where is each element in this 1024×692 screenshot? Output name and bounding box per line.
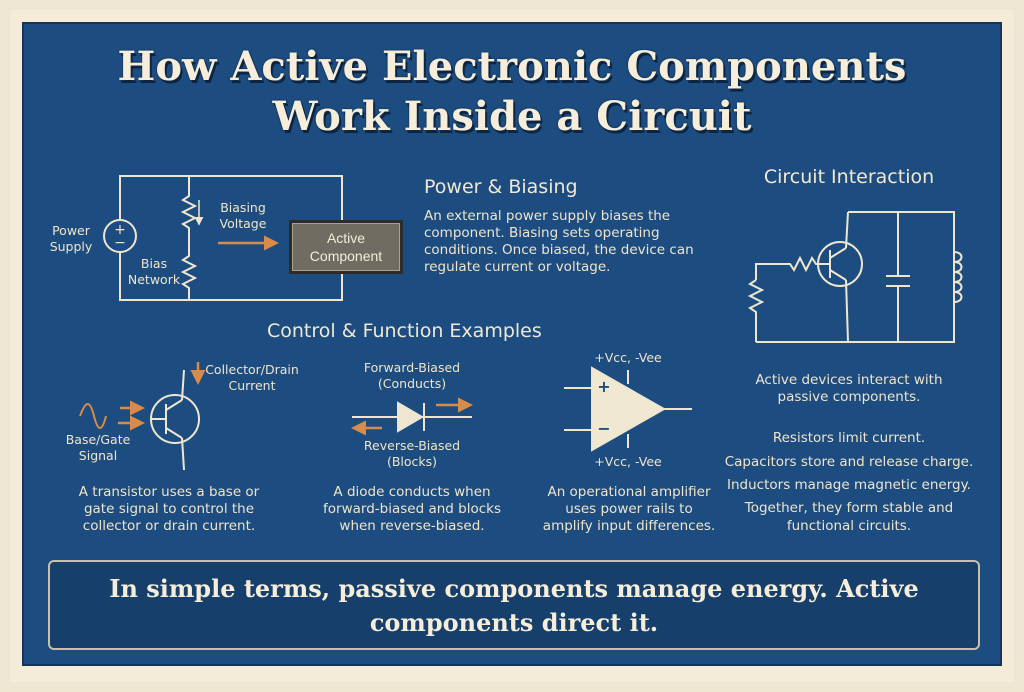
power-biasing-text-3: conditions. Once biased, the device can <box>424 242 694 258</box>
biasing-voltage-label-2: Voltage <box>219 216 267 231</box>
ci-text-6: Inductors manage magnetic energy. <box>727 477 971 493</box>
power-biasing-text-1: An external power supply biases the <box>424 208 671 224</box>
base-label-1: Base/Gate <box>65 432 131 447</box>
power-supply-icon <box>103 219 137 253</box>
bias-circuit <box>103 175 343 301</box>
ci-inductor-icon <box>953 251 963 303</box>
diagrams-svg <box>79 175 963 471</box>
ci-text-7: Together, they form stable and <box>744 500 954 516</box>
bias-resistor-top-icon <box>180 176 198 248</box>
opamp-minus: − <box>597 419 611 438</box>
collector-label-1: Collector/Drain <box>205 362 299 377</box>
collector-label-2: Current <box>228 378 276 393</box>
ci-text-2: passive components. <box>777 389 921 405</box>
opamp-plus: + <box>597 377 611 396</box>
diode-example <box>352 401 472 433</box>
opamp-example <box>564 366 692 452</box>
transistor-caption-1: A transistor uses a base or <box>78 484 260 500</box>
transistor-icon <box>150 394 200 444</box>
control-function-heading: Control & Function Examples <box>267 320 542 342</box>
active-component-label-1: Active <box>326 230 366 246</box>
opamp-icon <box>591 366 667 452</box>
reverse-label-1: Reverse-Biased <box>363 438 461 453</box>
power-supply-label-2: Supply <box>49 239 93 254</box>
ci-text-5: Capacitors store and release charge. <box>724 454 974 470</box>
power-biasing-heading: Power & Biasing <box>424 176 578 198</box>
power-biasing-text-2: component. Biasing sets operating <box>424 225 660 241</box>
opamp-caption-2: uses power rails to <box>565 501 693 517</box>
bias-network-label-1: Bias <box>140 256 168 271</box>
opamp-bottom-rail: +Vcc, -Vee <box>594 454 662 469</box>
diode-caption-1: A diode conducts when <box>333 484 491 500</box>
power-biasing-text-4: regulate current or voltage. <box>424 259 611 275</box>
transistor-example <box>79 369 200 471</box>
ci-capacitor-icon <box>886 212 910 342</box>
summary-line-1: In simple terms, passive components mana… <box>109 574 919 603</box>
power-minus: − <box>114 235 126 251</box>
title-line-1: How Active Electronic Components <box>117 43 907 90</box>
poster-panel: How Active Electronic Components Work In… <box>22 22 1002 666</box>
opamp-caption-1: An operational amplifier <box>547 484 711 500</box>
biasing-voltage-label-1: Biasing <box>220 200 266 215</box>
ci-text-4: Resistors limit current. <box>772 430 926 446</box>
transistor-caption-2: gate signal to control the <box>83 501 255 517</box>
summary-line-2: components direct it. <box>369 608 659 637</box>
power-plus: + <box>114 222 126 238</box>
summary-text: In simple terms, passive components mana… <box>50 572 978 640</box>
active-component-label-2: Component <box>309 248 383 264</box>
diode-caption-3: when reverse-biased. <box>339 518 485 534</box>
reverse-label-2: (Blocks) <box>386 454 438 469</box>
summary-banner: In simple terms, passive components mana… <box>48 560 980 650</box>
diode-icon <box>397 401 424 433</box>
opamp-top-rail: +Vcc, -Vee <box>594 350 662 365</box>
opamp-caption-3: amplify input differences. <box>542 518 716 534</box>
ci-text-1: Active devices interact with <box>755 372 943 388</box>
title-line-2: Work Inside a Circuit <box>272 93 752 140</box>
active-component-box: Active Component <box>289 220 403 274</box>
ci-text-8: functional circuits. <box>786 518 912 534</box>
forward-label-1: Forward-Biased <box>363 360 461 375</box>
base-label-2: Signal <box>78 448 118 463</box>
bias-resistor-bottom-icon <box>180 248 198 300</box>
bias-network-label-2: Network <box>127 272 181 287</box>
diode-caption-2: forward-biased and blocks <box>323 501 501 517</box>
transistor-caption-3: collector or drain current. <box>82 518 256 534</box>
circuit-interaction-heading: Circuit Interaction <box>763 166 935 188</box>
forward-label-2: (Conducts) <box>377 376 447 391</box>
interaction-circuit <box>747 211 963 343</box>
power-supply-label-1: Power <box>52 223 90 238</box>
ci-resistor-icon <box>747 279 765 342</box>
base-signal-wave-icon <box>79 403 107 429</box>
